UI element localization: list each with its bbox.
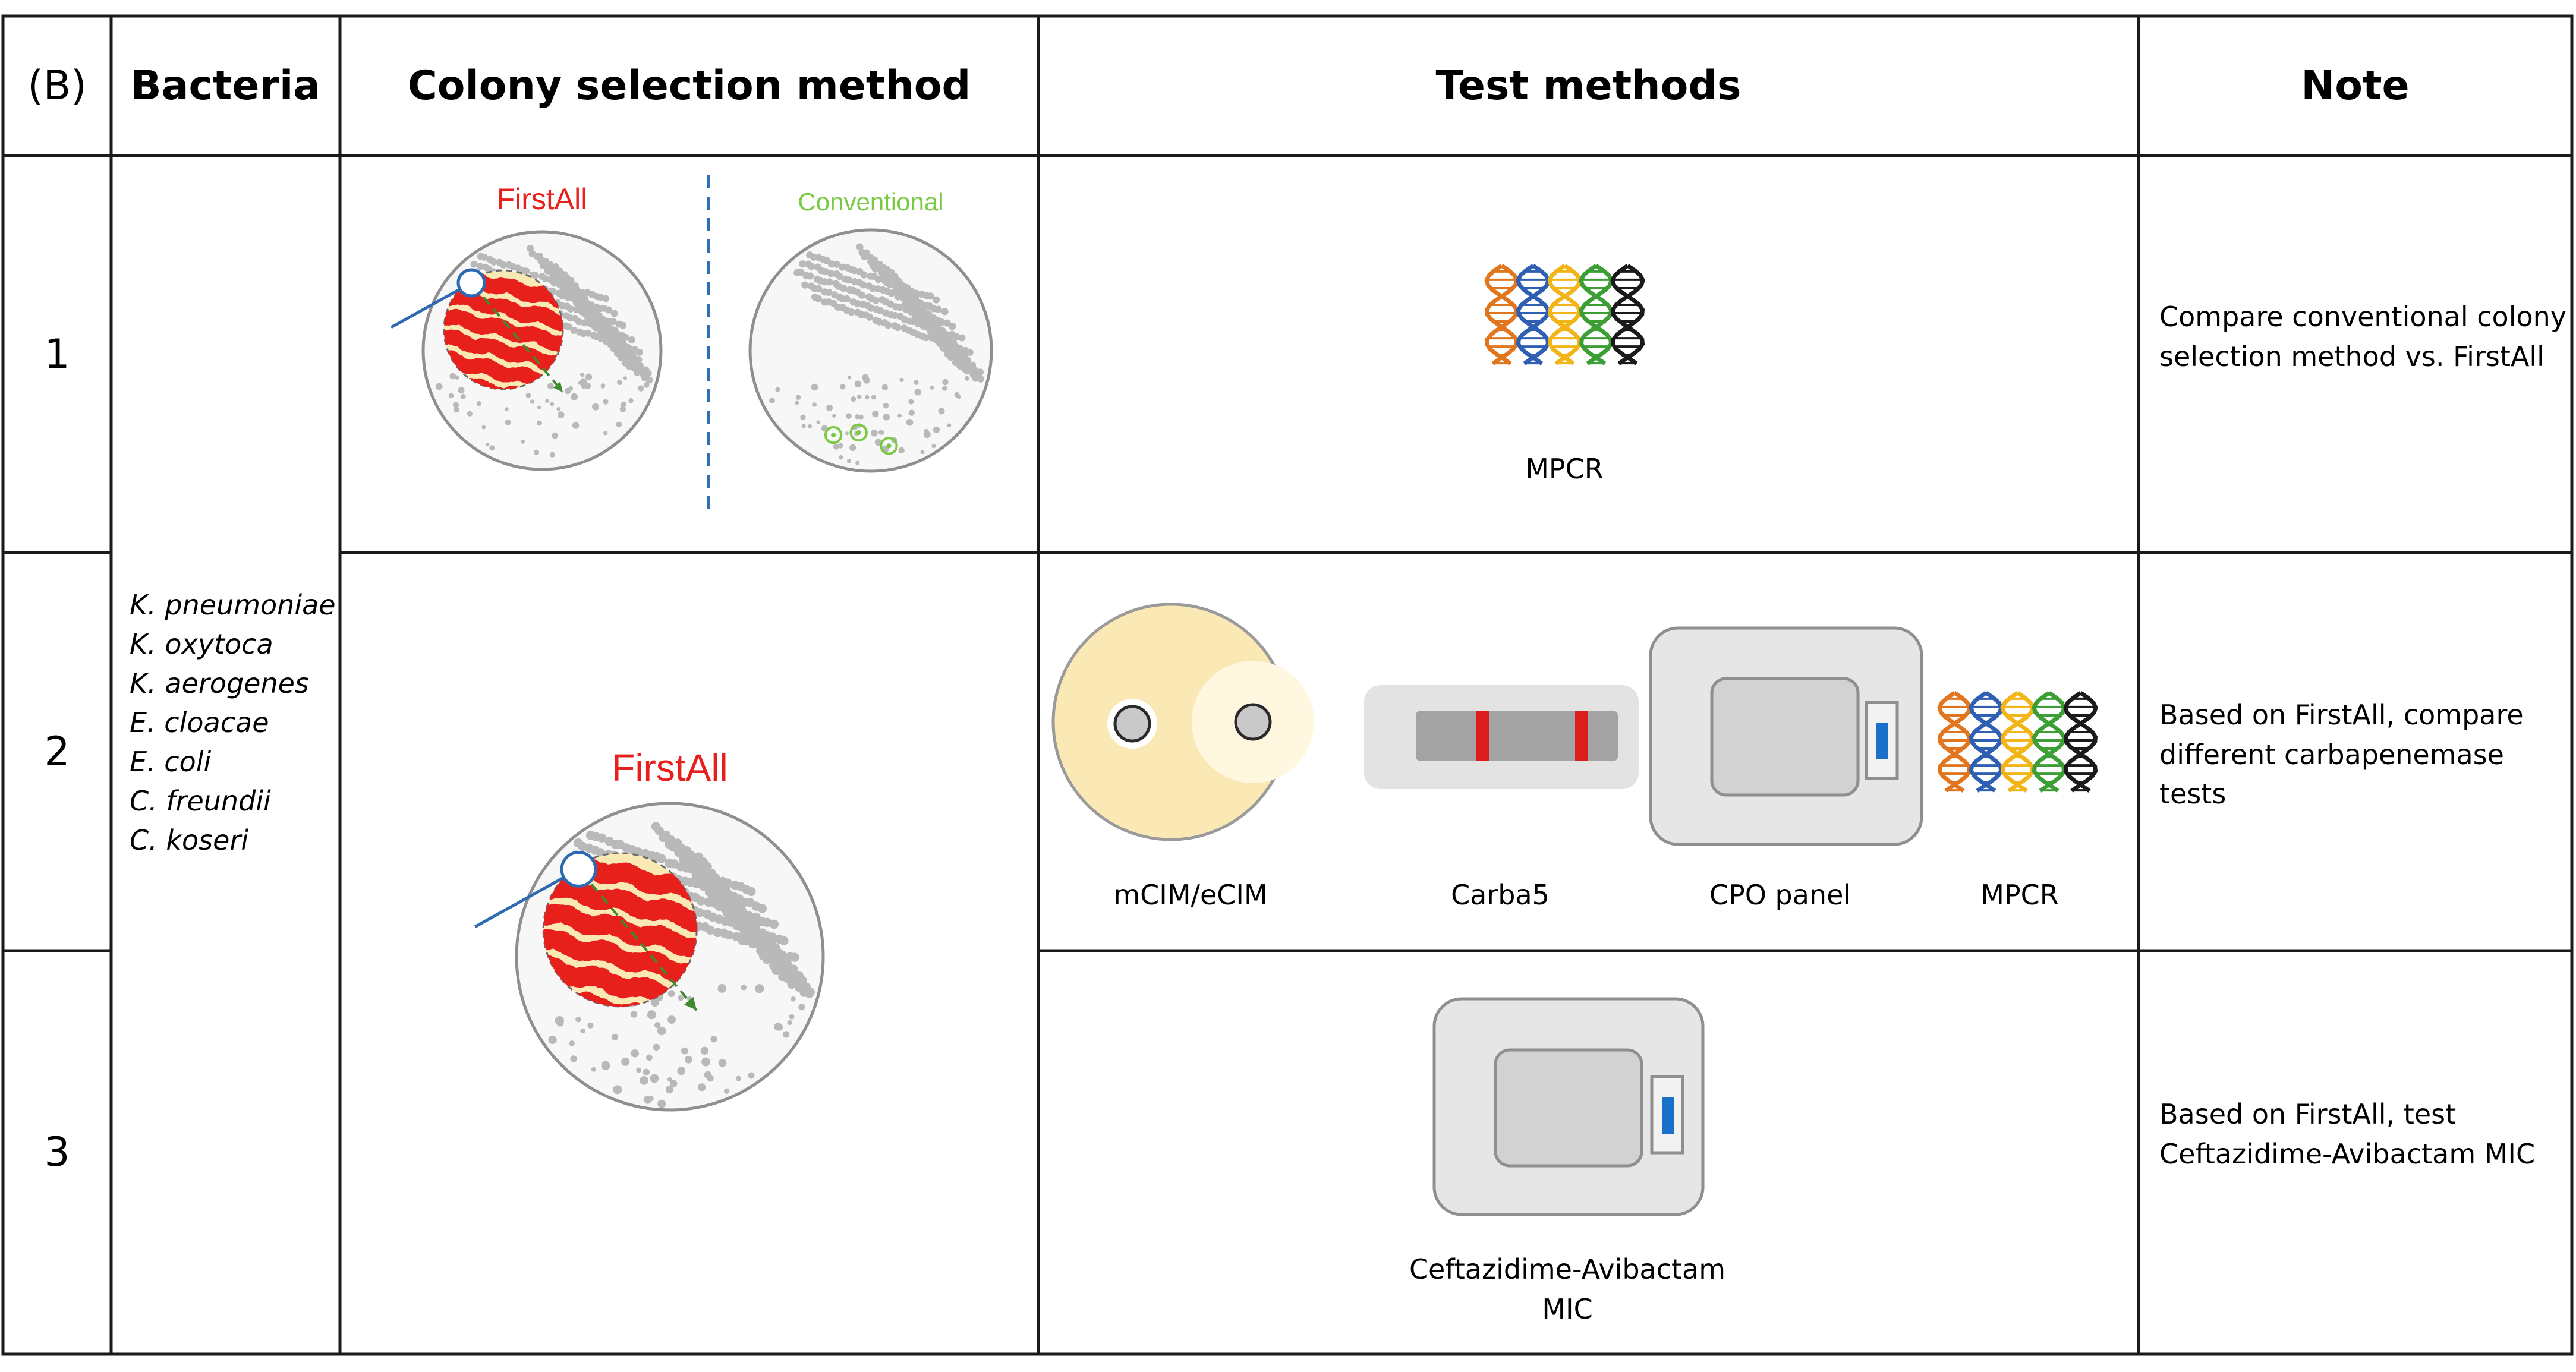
header-colony-selection: Colony selection method [407,62,971,109]
row-number-2: 2 [44,728,70,775]
mic-label-line1: Ceftazidime-Avibactam [1409,1253,1726,1285]
note-row-3: Based on FirstAll, test Ceftazidime-Avib… [2159,1098,2536,1170]
mic-panel-cartridge-icon [1432,997,1705,1216]
header-bacteria: Bacteria [130,62,321,109]
conventional-label: Conventional [798,188,944,216]
note-row-2: Based on FirstAll, compare different car… [2159,699,2524,810]
cpo-panel-cartridge-icon [1649,626,1923,846]
bacteria-item: C. freundii [130,785,271,817]
dna-helix-icon [1937,691,2098,793]
mcim-ecim-label: mCIM/eCIM [1113,879,1268,911]
conventional-agar-plate-icon [748,228,993,473]
panel-label: (B) [27,62,87,109]
header-test-methods: Test methods [1435,62,1742,109]
carba5-label: Carba5 [1451,879,1550,911]
firstall-label: FirstAll [496,182,588,216]
row-number-3: 3 [44,1129,70,1176]
bacteria-item: K. aerogenes [130,667,309,699]
bacteria-item: K. oxytoca [130,628,273,660]
ceftazidime-avibactam-mic-label: Ceftazidime-Avibactam MIC [1409,1250,1725,1329]
lateral-flow-strip-icon [1364,685,1639,789]
mic-label-line2: MIC [1542,1292,1593,1325]
bacteria-item: E. coli [130,746,212,778]
firstall-agar-plate-icon [390,230,663,471]
table-grid [1,14,2574,1356]
bacteria-item: C. koseri [130,824,249,856]
firstall-large-label: FirstAll [612,746,728,789]
bacteria-item: K. pneumoniae [130,589,336,621]
row-number-1: 1 [44,330,70,378]
cim-plate-icon [1051,603,1314,841]
mpcr-label-row1: MPCR [1525,453,1604,485]
header-note: Note [2301,62,2410,109]
firstall-large-agar-plate-icon [474,802,825,1112]
mpcr-label-row2: MPCR [1980,879,2059,911]
bacteria-item: E. cloacae [130,706,269,739]
bacteria-list: K. pneumoniae K. oxytoca K. aerogenes E.… [130,585,336,860]
cpo-panel-label: CPO panel [1709,879,1851,911]
dna-helix-icon [1484,264,1645,365]
note-row-1: Compare conventional colony selection me… [2159,301,2566,373]
